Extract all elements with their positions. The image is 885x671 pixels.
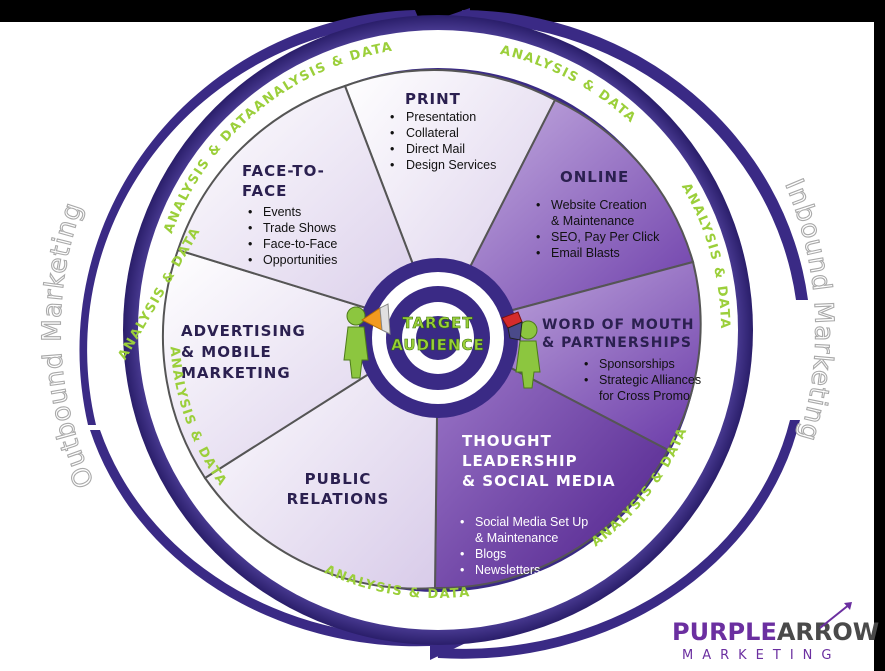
center-line1: TARGET <box>402 314 473 332</box>
segment-advertising <box>161 248 441 480</box>
public-relations-title-line1: PUBLIC <box>305 470 372 488</box>
list-item: Strategic Alliances <box>599 373 701 387</box>
svg-text:•: • <box>584 357 588 371</box>
list-item: Trade Shows <box>263 221 336 235</box>
advertising-title-line3: MARKETING <box>181 364 291 382</box>
online-list: • Website Creation & Maintenance • SEO, Pa… <box>536 198 660 260</box>
svg-text:•: • <box>248 221 252 235</box>
svg-text:•: • <box>390 158 394 172</box>
svg-text:•: • <box>460 515 464 529</box>
svg-text:•: • <box>584 373 588 387</box>
list-item: Design Services <box>406 158 496 172</box>
list-item: Sponsorships <box>599 357 675 371</box>
list-item: Email Blasts <box>551 246 620 260</box>
list-item: Events <box>263 205 301 219</box>
list-item: Blogs <box>475 547 506 561</box>
list-item: Presentation <box>406 110 476 124</box>
right-black-band <box>874 0 885 671</box>
svg-text:•: • <box>536 230 540 244</box>
list-item: Social Media Set Up <box>475 515 588 529</box>
magnet-figure-icon <box>501 311 541 389</box>
list-item: Face-to-Face <box>263 237 337 251</box>
word-of-mouth-title-line2: & PARTNERSHIPS <box>542 335 692 351</box>
online-title: ONLINE <box>560 168 629 186</box>
thought-title-line1: THOUGHT <box>462 432 552 450</box>
segment-face-to-face <box>176 84 440 332</box>
inbound-top-arrow-band <box>460 10 808 300</box>
print-title: PRINT <box>405 90 461 108</box>
svg-text:•: • <box>248 205 252 219</box>
svg-text:•: • <box>460 563 464 577</box>
svg-text:•: • <box>248 253 252 267</box>
outbound-bottom-arrow-band <box>90 430 432 647</box>
segment-print <box>343 69 557 333</box>
word-of-mouth-list: • Sponsorships • Strategic Alliances for C… <box>584 357 701 403</box>
inbound-bottom-arrow-band <box>436 420 800 659</box>
list-item: SEO, Pay Per Click <box>551 230 660 244</box>
face-to-face-title-line2: FACE <box>242 182 287 200</box>
svg-text:MARKETING: MARKETING <box>682 648 840 663</box>
print-list: • Presentation • Collateral • Direct Mail •… <box>390 110 496 172</box>
face-to-face-list: • Events • Trade Shows • Face-to-Face • Oppo… <box>248 205 337 267</box>
svg-text:•: • <box>248 237 252 251</box>
purple-arrow-logo: PURPLEARROW MARKETING <box>672 602 879 663</box>
list-item: Collateral <box>406 126 459 140</box>
list-item: Website Creation <box>551 198 647 212</box>
public-relations-title-line2: RELATIONS <box>287 490 390 508</box>
list-item: & Maintenance <box>551 214 634 228</box>
advertising-title-line2: & MOBILE <box>181 343 272 361</box>
list-item: Direct Mail <box>406 142 465 156</box>
face-to-face-title-line1: FACE-TO- <box>242 162 325 180</box>
segment-word-of-mouth <box>435 260 702 452</box>
svg-text:•: • <box>390 142 394 156</box>
svg-text:•: • <box>460 547 464 561</box>
thought-title-line3: & SOCIAL MEDIA <box>462 472 616 490</box>
target-bullseye <box>358 258 518 418</box>
svg-text:•: • <box>536 198 540 212</box>
list-item: Opportunities <box>263 253 337 267</box>
segment-public-relations <box>203 328 440 590</box>
list-item: Newsletters <box>475 563 540 577</box>
list-item: & Maintenance <box>475 531 558 545</box>
top-black-band <box>0 0 885 22</box>
segment-online <box>436 98 695 332</box>
center-line2: AUDIENCE <box>391 336 484 354</box>
svg-text:•: • <box>536 246 540 260</box>
svg-text:•: • <box>390 110 394 124</box>
thought-list: • Social Media Set Up & Maintenance • Blog… <box>460 515 588 577</box>
megaphone-figure-icon <box>343 303 391 379</box>
svg-text:PURPLEARROW: PURPLEARROW <box>672 618 879 646</box>
list-item: for Cross Promo <box>599 389 690 403</box>
svg-text:•: • <box>390 126 394 140</box>
wheel-segments <box>161 69 702 590</box>
word-of-mouth-title-line1: WORD OF MOUTH <box>542 317 694 333</box>
thought-title-line2: LEADERSHIP <box>462 452 578 470</box>
advertising-title-line1: ADVERTISING <box>181 322 306 340</box>
